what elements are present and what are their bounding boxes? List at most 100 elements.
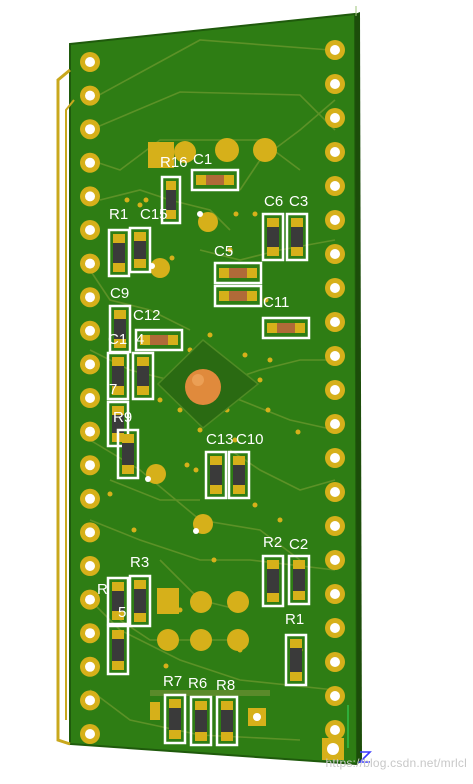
component-body [291,227,303,247]
solder-pad [137,386,149,395]
pin-hole [85,359,95,370]
component-body [210,465,222,485]
component-body [134,589,146,613]
solder-pad [112,630,124,639]
solder-pad [112,386,124,395]
solder-pad [134,580,146,589]
pin-hole [330,419,340,429]
solder-pad [134,232,146,241]
pin-hole [330,317,340,327]
bottom-connector [150,690,270,726]
component-outline [213,284,263,308]
pin-hole [330,283,340,293]
component-body [229,291,247,301]
label-r1: R1 [285,611,304,628]
solder-pad [137,357,149,366]
solder-pad [295,323,305,333]
pin-hole [330,45,340,55]
square-pad-hole [327,743,339,755]
top-pad-4 [253,138,277,162]
solder-pad [267,247,279,256]
component-outline [163,693,187,745]
solder-pad [219,291,229,301]
solder-pad [219,268,229,278]
pin-hole [85,124,95,135]
pin-hole [85,561,95,571]
component-body [169,708,181,730]
solder-pad [166,181,176,190]
solder-pad [169,699,181,708]
pin-hole [330,385,340,395]
label-r5: 5 [118,604,126,621]
solder-pad [166,210,176,219]
solder-pad [134,259,146,268]
solder-pad [233,456,245,465]
component-body [166,190,176,210]
top-square-pad [148,142,174,168]
solder-pad [112,357,124,366]
solder-pad [112,661,124,670]
pin-hole [330,623,340,633]
component-body [267,227,279,247]
top-pad-2 [174,141,196,163]
header-pins-right [325,40,345,740]
label-c13: C13 [206,431,234,448]
component-body [233,465,245,485]
top-pad-3 [215,138,239,162]
pin-hole [85,661,95,672]
label-r15: R1 [109,206,128,223]
pin-hole [330,79,340,89]
solder-pad [267,560,279,569]
component-body [195,710,207,732]
pin-hole [85,225,95,235]
component-outline [190,168,240,192]
solder-pad [267,218,279,227]
component-outline [213,261,263,285]
pin-hole [330,113,340,123]
component-outline [128,574,152,628]
pin-hole [330,487,340,497]
label-c10: C10 [236,431,264,448]
label-c4: 4 [136,331,144,348]
solder-pad [112,582,124,591]
solder-pad [114,310,126,319]
component-body [277,323,295,333]
solder-pad [195,732,207,741]
solder-pad [233,485,245,494]
component-body [150,335,168,345]
test-points [145,211,218,534]
pin-hole [85,628,95,639]
solder-pad [195,701,207,710]
component-body [267,569,279,593]
solder-pad [290,639,302,648]
pin-hole [85,191,95,202]
component-body [290,648,302,672]
solder-pad [293,560,305,569]
pin-hole [85,493,95,504]
pin-hole [330,147,340,157]
solder-pad [291,247,303,256]
solder-pad [113,263,125,272]
solder-pad [168,335,178,345]
label-r8: R8 [216,677,235,694]
pin-hole [85,90,95,101]
solder-pad [210,456,222,465]
solder-pad [140,335,150,345]
component-outline [215,695,239,747]
label-r3: R3 [130,554,149,571]
solder-pad [224,175,234,185]
pin-hole [85,57,95,67]
solder-pad [112,611,124,620]
pin-hole [85,292,95,303]
solder-pad [114,339,126,348]
label-c9: C9 [110,285,129,302]
component-outline [227,450,251,500]
pin-hole [85,527,95,538]
solder-pad [122,465,134,474]
solder-pad [113,234,125,243]
solder-pad [122,434,134,443]
component-body [206,175,224,185]
component-body [229,268,247,278]
pin-hole [330,181,340,191]
